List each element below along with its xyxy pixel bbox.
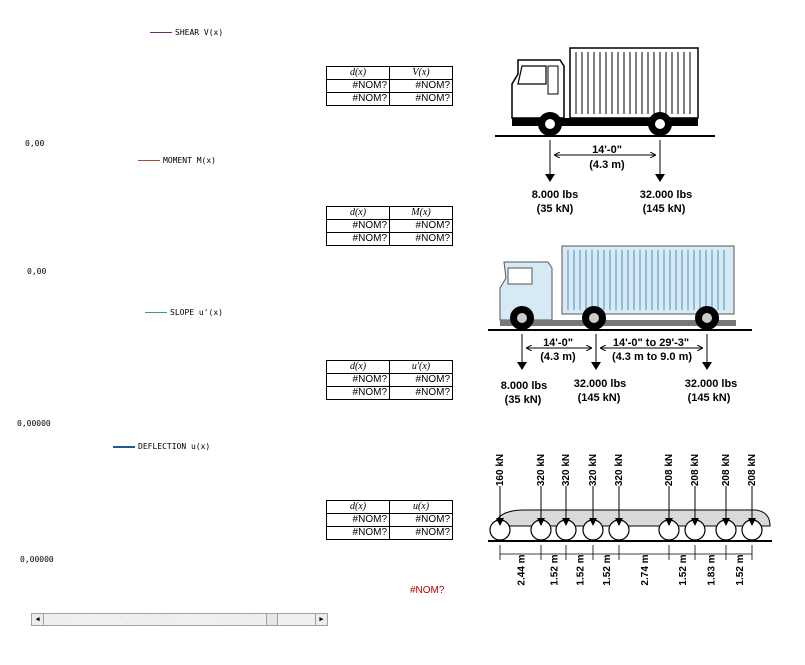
table-header: d(x) — [326, 66, 390, 80]
table-cell[interactable]: #NOM? — [326, 386, 390, 400]
spacing-label: 2.74 m — [640, 554, 651, 585]
truck-1-spacing-m: (4.3 m) — [589, 159, 625, 171]
shear-legend-swatch — [150, 32, 172, 33]
truck-1-load-2-kn: (145 kN) — [643, 203, 686, 215]
table-cell[interactable]: #NOM? — [389, 386, 453, 400]
slope-axis-value: 0,00000 — [17, 419, 51, 428]
moment-legend: MOMENT M(x) — [138, 156, 216, 165]
slope-legend-swatch — [145, 312, 167, 313]
spacing-label: 1.52 m — [550, 554, 561, 585]
truck-1-diagram: 14'-0" (4.3 m) 8.000 lbs (35 kN) 32.000 … — [495, 47, 715, 215]
truck-2-diagram: 14'-0" (4.3 m) 14'-0" to 29'-3" (4.3 m t… — [488, 245, 752, 406]
table-cell[interactable]: #NOM? — [389, 92, 453, 106]
truck-1-load-2: 32.000 lbs — [640, 189, 693, 201]
truck-2-icon — [488, 245, 752, 331]
table-cell[interactable]: #NOM? — [326, 79, 390, 93]
train-loading-diagram: 160 kN 320 kN 320 kN 320 kN 320 kN 208 kN 208 … — [488, 454, 772, 586]
table-cell[interactable]: #NOM? — [326, 219, 390, 233]
table-cell[interactable]: #NOM? — [389, 526, 453, 540]
table-header: u(x) — [389, 500, 453, 514]
table-cell[interactable]: #NOM? — [389, 219, 453, 233]
load-label: 208 kN — [721, 454, 732, 486]
load-label: 160 kN — [495, 454, 506, 486]
load-arrowhead — [722, 518, 730, 526]
table-cell[interactable]: #NOM? — [389, 513, 453, 527]
deflection-legend: DEFLECTION u(x) — [113, 442, 210, 451]
spacing-label: 1.52 m — [602, 554, 613, 585]
slope-table: d(x)u'(x) #NOM?#NOM? #NOM?#NOM? — [326, 360, 453, 400]
load-arrowhead — [589, 518, 597, 526]
spacing-label: 1.52 m — [678, 554, 689, 585]
table-header: d(x) — [326, 206, 390, 220]
load-label: 208 kN — [747, 454, 758, 486]
load-arrowhead — [615, 518, 623, 526]
truck-2-spacing-2: 14'-0" to 29'-3" — [613, 337, 689, 349]
shear-table: d(x)V(x) #NOM?#NOM? #NOM?#NOM? — [326, 66, 453, 106]
truck-2-load-2-kn: (145 kN) — [578, 392, 621, 404]
spacing-label: 2.44 m — [517, 554, 528, 585]
load-arrowhead — [748, 518, 756, 526]
truck-2-spacing-1: 14'-0" — [543, 337, 573, 349]
deflection-legend-label: DEFLECTION u(x) — [138, 442, 211, 451]
error-cell[interactable]: #NOM? — [410, 585, 445, 596]
truck-1-spacing: 14'-0" — [592, 144, 622, 156]
truck-2-load-1: 8.000 lbs — [501, 380, 547, 392]
table-header: V(x) — [389, 66, 453, 80]
shear-legend: SHEAR V(x) — [150, 28, 223, 37]
table-cell[interactable]: #NOM? — [389, 79, 453, 93]
moment-legend-swatch — [138, 160, 160, 161]
table-cell[interactable]: #NOM? — [389, 232, 453, 246]
deflection-table: d(x)u(x) #NOM?#NOM? #NOM?#NOM? — [326, 500, 453, 540]
table-cell[interactable]: #NOM? — [326, 373, 390, 387]
table-header: d(x) — [326, 500, 390, 514]
table-cell[interactable]: #NOM? — [326, 513, 390, 527]
load-label: 320 kN — [536, 454, 547, 486]
scroll-left-button[interactable]: ◀ — [32, 614, 44, 625]
moment-table: d(x)M(x) #NOM?#NOM? #NOM?#NOM? — [326, 206, 453, 246]
table-cell[interactable]: #NOM? — [326, 232, 390, 246]
slope-legend-label: SLOPE u'(x) — [170, 308, 223, 317]
load-label: 320 kN — [588, 454, 599, 486]
truck-2-load-3-kn: (145 kN) — [688, 392, 731, 404]
load-arrowhead — [691, 518, 699, 526]
scroll-thumb[interactable] — [266, 614, 278, 625]
table-cell[interactable]: #NOM? — [326, 526, 390, 540]
truck-1-load-1-kn: (35 kN) — [537, 203, 574, 215]
load-arrowhead — [665, 518, 673, 526]
truck-2-load-2: 32.000 lbs — [574, 378, 627, 390]
truck-2-load-1-kn: (35 kN) — [505, 394, 542, 406]
truck-1-icon — [495, 47, 715, 137]
shear-axis-value: 0,00 — [25, 139, 45, 148]
scroll-right-button[interactable]: ▶ — [315, 614, 327, 625]
load-arrowhead — [537, 518, 545, 526]
truck-2-spacing-2-m: (4.3 m to 9.0 m) — [612, 351, 692, 363]
shear-legend-label: SHEAR V(x) — [175, 28, 224, 37]
truck-1-load-1: 8.000 lbs — [532, 189, 578, 201]
load-label: 208 kN — [690, 454, 701, 486]
truck-2-spacing-1-m: (4.3 m) — [540, 351, 576, 363]
load-label: 320 kN — [614, 454, 625, 486]
spacing-label: 1.52 m — [576, 554, 587, 585]
truck-2-load-3: 32.000 lbs — [685, 378, 738, 390]
spacing-label: 1.52 m — [735, 554, 746, 585]
table-header: u'(x) — [389, 360, 453, 374]
slope-legend: SLOPE u'(x) — [145, 308, 223, 317]
spacing-label: 1.83 m — [707, 554, 718, 585]
table-header: M(x) — [389, 206, 453, 220]
table-cell[interactable]: #NOM? — [389, 373, 453, 387]
load-label: 320 kN — [561, 454, 572, 486]
load-arrowhead — [562, 518, 570, 526]
moment-axis-value: 0,00 — [27, 267, 47, 276]
load-label: 208 kN — [664, 454, 675, 486]
table-header: d(x) — [326, 360, 390, 374]
deflection-axis-value: 0,00000 — [20, 555, 54, 564]
load-arrowhead — [496, 518, 504, 526]
moment-legend-label: MOMENT M(x) — [163, 156, 216, 165]
deflection-legend-swatch — [113, 445, 135, 448]
horizontal-scrollbar[interactable]: ◀ ▶ — [31, 613, 328, 626]
table-cell[interactable]: #NOM? — [326, 92, 390, 106]
